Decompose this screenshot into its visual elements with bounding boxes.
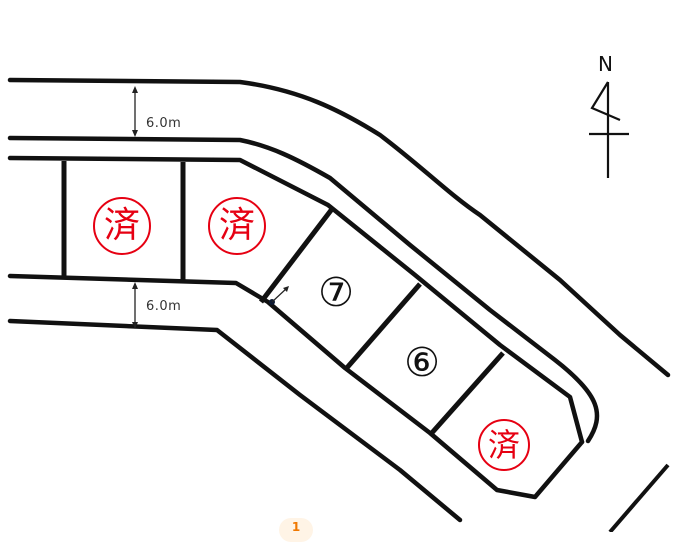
sold-stamp-lot-c[interactable]: 済 <box>478 419 530 471</box>
sold-stamp-lot-b[interactable]: 済 <box>208 197 266 255</box>
lot-divider <box>259 207 334 304</box>
road-north-inner-edge <box>7 135 600 444</box>
north-arrow-icon <box>589 81 629 178</box>
sold-stamp-lot-a[interactable]: 済 <box>93 197 151 255</box>
road-width-label-south: 6.0m <box>146 299 182 314</box>
lot-block-top-edge <box>7 155 585 445</box>
entrance-marker-icon <box>269 286 289 305</box>
lot-number-7[interactable]: ⑦ <box>318 270 354 316</box>
road-width-label-north: 6.0m <box>146 116 182 131</box>
dimension-arrow-north <box>132 86 138 137</box>
north-label: N <box>598 52 613 76</box>
road-north-outer-edge <box>7 77 671 378</box>
lot-divider <box>343 282 422 372</box>
lot-block-bottom-edge <box>7 273 585 500</box>
road-east-outer-edge <box>608 463 670 532</box>
lot-divider <box>428 351 505 437</box>
page-indicator-badge[interactable]: 1 <box>279 518 313 542</box>
dimension-arrow-south <box>132 282 138 329</box>
lot-number-6[interactable]: ⑥ <box>404 340 440 386</box>
road-south-outer-edge <box>7 318 463 523</box>
